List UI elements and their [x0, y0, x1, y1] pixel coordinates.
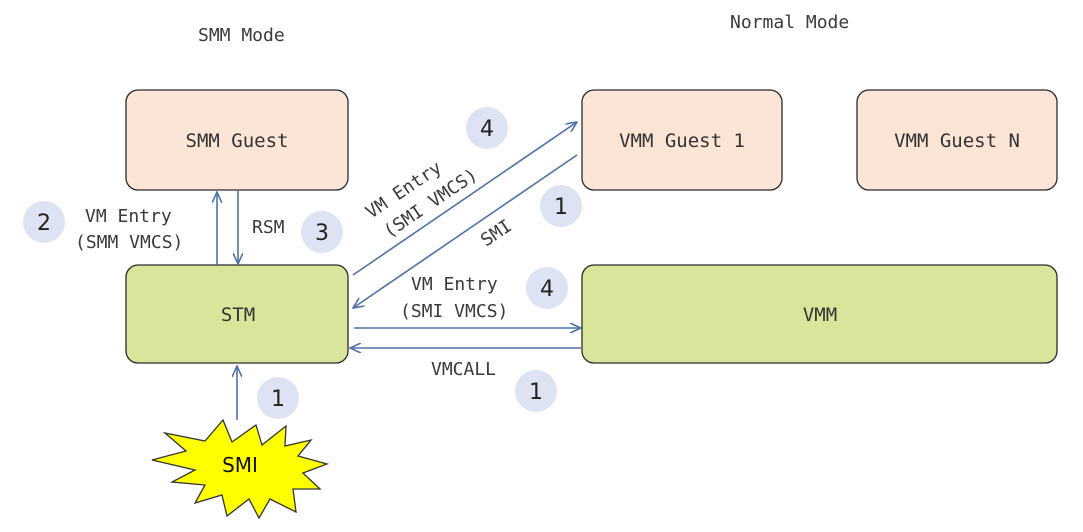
step-badge-4-middle: 4	[526, 267, 568, 309]
vmm-guest-1-box: VMM Guest 1	[581, 89, 783, 191]
step-badge-4-top: 4	[466, 107, 508, 149]
vmcall-label: VMCALL	[431, 359, 496, 380]
smi-burst-label: SMI	[222, 453, 258, 477]
smi-vmcs-label-middle: (SMI VMCS)	[400, 301, 508, 322]
step-3-number: 3	[315, 221, 329, 246]
vmm-box: VMM	[581, 264, 1058, 364]
step-2-number: 2	[37, 211, 51, 236]
step-badge-1-bottom: 1	[515, 370, 557, 412]
vmm-guest-n-label: VMM Guest N	[894, 130, 1020, 152]
smm-vmcs-label: (SMM VMCS)	[75, 232, 183, 253]
stm-label: STM	[221, 304, 255, 326]
vmm-guest-1-label: VMM Guest 1	[619, 130, 745, 152]
step-1-top-number: 1	[554, 195, 568, 220]
smm-guest-label: SMM Guest	[186, 130, 289, 152]
step-4-middle-number: 4	[540, 277, 554, 302]
arrow-vmm-guest-1-to-stm	[353, 154, 578, 308]
step-badge-1-top: 1	[540, 185, 582, 227]
arrow-stm-to-vmm-guest-1	[352, 122, 577, 276]
step-1-bottom-number: 1	[529, 380, 543, 405]
stm-box: STM	[125, 264, 349, 364]
vmm-label: VMM	[803, 304, 837, 326]
step-badge-1-smi: 1	[257, 377, 299, 419]
smi-label-diagonal: SMI	[477, 216, 516, 252]
step-badge-3: 3	[301, 211, 343, 253]
vm-entry-label-left: VM Entry	[85, 206, 172, 227]
step-4-top-number: 4	[480, 117, 494, 142]
vm-entry-diagonal-group: VM Entry (SMI VMCS)	[362, 157, 481, 242]
smi-burst: SMI	[151, 418, 330, 520]
vmm-guest-n-box: VMM Guest N	[856, 89, 1058, 191]
step-badge-2: 2	[23, 201, 65, 243]
step-1-smi-number: 1	[271, 387, 285, 412]
normal-mode-title: Normal Mode	[730, 12, 849, 33]
smm-guest-box: SMM Guest	[125, 89, 349, 191]
smm-mode-title: SMM Mode	[198, 25, 285, 46]
rsm-label: RSM	[252, 217, 285, 238]
vm-entry-label-middle: VM Entry	[411, 274, 498, 295]
smi-burst-shape	[151, 418, 330, 520]
